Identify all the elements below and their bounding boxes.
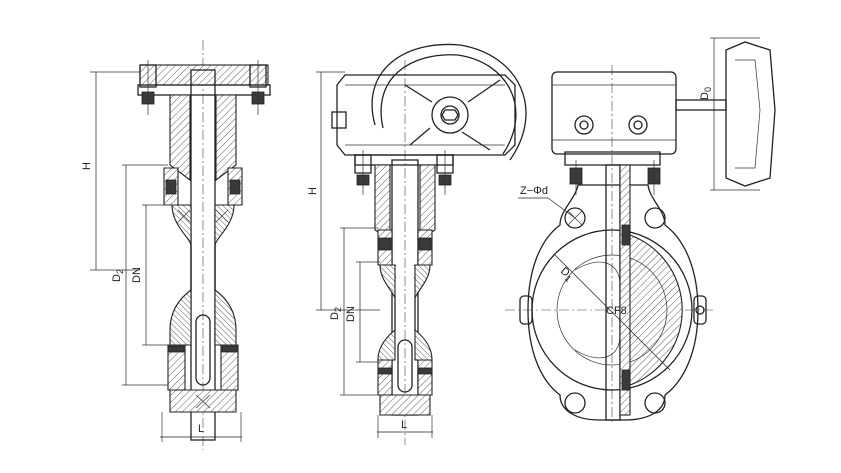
- side-material-label: CF8: [606, 305, 627, 317]
- gear-body-lower-left: [377, 359, 393, 396]
- side-input-shaft: [675, 99, 727, 111]
- gear-dim-h-label: H: [307, 187, 319, 195]
- gear-hub: [431, 96, 469, 134]
- front-dim-d2-label: D2: [111, 269, 125, 282]
- side-disc-inner: [556, 254, 668, 366]
- side-dim-d1-line: [554, 254, 671, 371]
- gear-body-lower-right: [417, 359, 433, 396]
- gear-neck-right: [419, 164, 436, 242]
- front-bottom-pin: [195, 314, 211, 386]
- gear-dim-l-label: L: [401, 419, 407, 431]
- front-body-lower-right: [220, 344, 239, 391]
- side-dim-d0-label: D0: [699, 87, 713, 100]
- side-gearbox: [551, 71, 677, 155]
- gearbox-housing: [336, 74, 516, 156]
- side-neck-plate: [564, 151, 661, 166]
- gear-neck-bolts: [354, 150, 454, 195]
- gear-dim-dn-label: DN: [345, 306, 357, 322]
- front-neck-right: [215, 94, 237, 182]
- side-lug-top-right: [644, 207, 666, 229]
- gear-handwheel-outer: [371, 43, 527, 161]
- front-top-flange: [139, 64, 269, 86]
- front-bottom-cap: [169, 389, 237, 413]
- front-disc-hub-lower-right: [214, 288, 237, 346]
- gear-handwheel-inner: [380, 54, 517, 155]
- side-lug-top-left: [564, 207, 586, 229]
- side-gearbox-bolt-left: [574, 115, 594, 135]
- front-dim-l-label: L: [198, 423, 204, 435]
- gear-bottom-pin: [397, 339, 413, 393]
- side-handwheel: [725, 41, 776, 187]
- gear-stem: [391, 159, 419, 416]
- side-stem: [605, 164, 621, 421]
- side-gearbox-bolt-right: [628, 115, 648, 135]
- side-bolt-leader: [547, 197, 576, 219]
- side-valve-body: [527, 184, 699, 421]
- front-dim-h-label: H: [81, 162, 93, 170]
- front-disc-hub-lower-left: [169, 288, 192, 346]
- side-bolt-holes-label: Z−Φd: [520, 185, 548, 197]
- front-flange-bolts: [139, 60, 267, 115]
- gear-dim-d2-label: D2: [329, 307, 343, 320]
- side-disc-outer: [531, 229, 693, 391]
- side-view: D0 Z−Φd D1: [505, 37, 776, 425]
- front-dim-dn-label: DN: [131, 267, 143, 283]
- front-section-view: H D2 DN L: [81, 40, 271, 450]
- side-lug-bottom-left: [564, 392, 586, 414]
- side-dim-d1-label: D1: [557, 265, 576, 284]
- front-neck-left: [169, 94, 191, 182]
- gear-neck-left: [374, 164, 391, 242]
- side-lug-bottom-right: [644, 392, 666, 414]
- side-disc-section: [619, 231, 683, 389]
- gear-section-view: H D2 DN L: [307, 43, 527, 445]
- gear-bottom-cap: [379, 394, 431, 416]
